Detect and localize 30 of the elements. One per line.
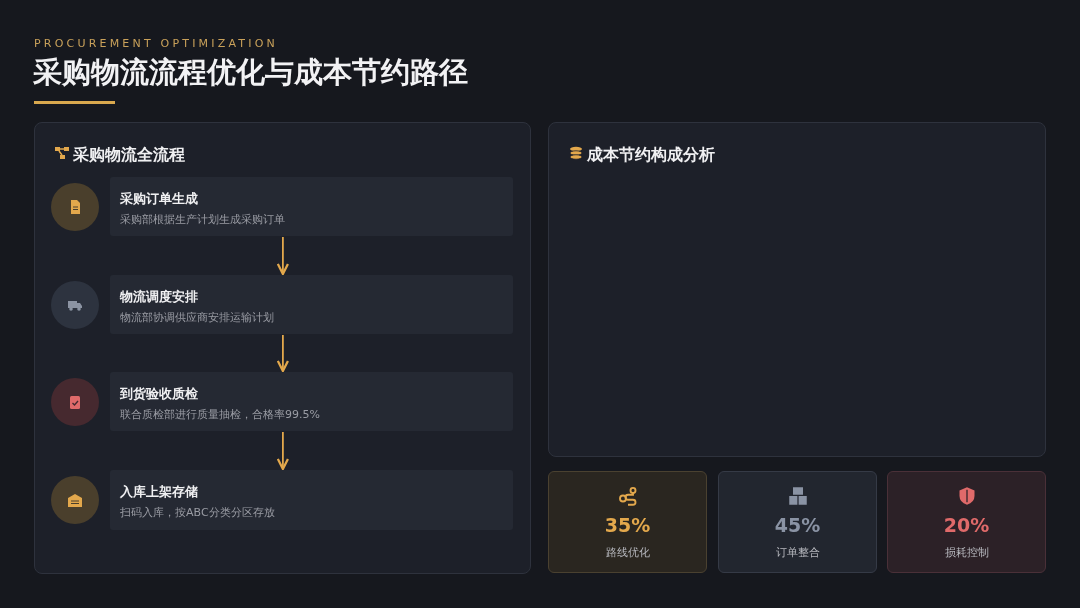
- step-title: 物流调度安排: [120, 288, 198, 306]
- stat-value: 35%: [603, 514, 652, 536]
- panel-heading: 成本节约构成分析: [587, 145, 715, 166]
- step-description: 扫码入库，按ABC分类分区存放: [120, 505, 275, 520]
- step-description: 物流部协调供应商安排运输计划: [120, 310, 274, 325]
- step-box: [110, 470, 513, 530]
- step-box: [110, 177, 513, 236]
- step-title: 入库上架存储: [120, 483, 198, 501]
- stat-value: 45%: [773, 514, 822, 536]
- stat-label: 路线优化: [604, 545, 651, 560]
- stat-value: 20%: [942, 514, 991, 536]
- step-box: [110, 372, 513, 431]
- step-title: 采购订单生成: [120, 190, 198, 208]
- stat-card: [887, 471, 1046, 573]
- stat-card: [718, 471, 877, 573]
- arrow: [276, 334, 290, 373]
- step-description: 联合质检部进行质量抽检，合格率99.5%: [120, 407, 320, 422]
- stat-card: [548, 471, 707, 573]
- step-description: 采购部根据生产计划生成采购订单: [120, 212, 285, 227]
- stat-label: 损耗控制: [943, 545, 990, 560]
- panel: [548, 122, 1046, 457]
- arrow: [276, 431, 290, 471]
- panel-heading: 采购物流全流程: [73, 145, 185, 166]
- panel: [34, 122, 531, 574]
- stat-label: 订单整合: [774, 545, 821, 560]
- step-title: 到货验收质检: [120, 385, 198, 403]
- page-title: 采购物流流程优化与成本节约路径: [33, 54, 468, 91]
- step-box: [110, 275, 513, 334]
- arrow: [276, 236, 290, 276]
- subtitle: PROCUREMENT OPTIMIZATION: [34, 37, 278, 50]
